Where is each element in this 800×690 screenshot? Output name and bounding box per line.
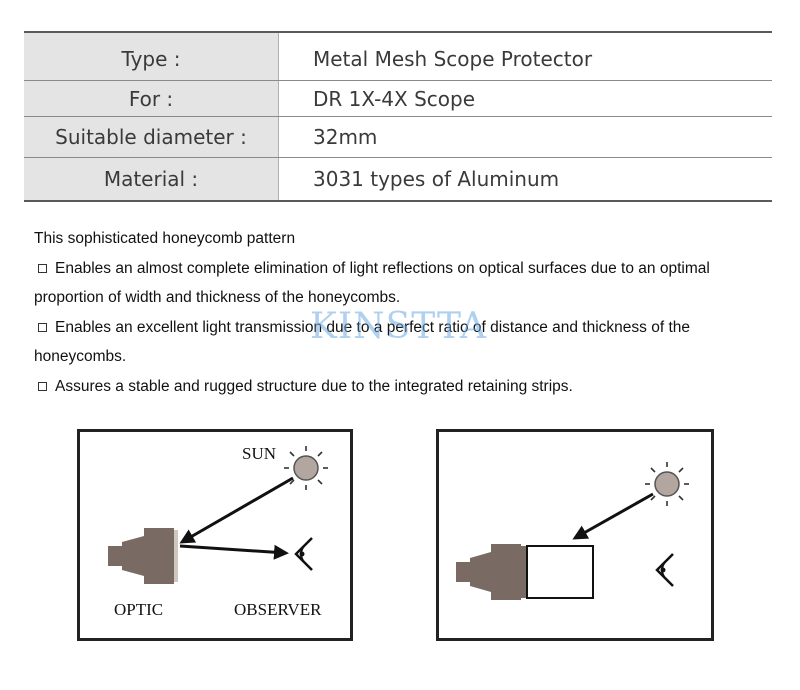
spec-value: 3031 types of Aluminum bbox=[278, 157, 772, 201]
checkbox-square-icon bbox=[38, 381, 47, 391]
description-bullet: Assures a stable and rugged structure du… bbox=[34, 372, 774, 402]
description: This sophisticated honeycomb pattern Ena… bbox=[34, 224, 774, 402]
description-bullet: Enables an excellent light transmission … bbox=[34, 313, 774, 372]
spec-row-type: Type : Metal Mesh Scope Protector bbox=[24, 32, 772, 81]
spec-label: Type : bbox=[24, 32, 279, 81]
spec-table: Type : Metal Mesh Scope Protector For : … bbox=[24, 31, 772, 202]
checkbox-square-icon bbox=[38, 263, 47, 273]
spec-value: 32mm bbox=[278, 116, 772, 158]
spec-label: Material : bbox=[24, 157, 279, 201]
spec-row-material: Material : 3031 types of Aluminum bbox=[24, 157, 772, 201]
spec-value: DR 1X-4X Scope bbox=[278, 80, 772, 117]
spec-row-diameter: Suitable diameter : 32mm bbox=[24, 116, 772, 158]
bullet-text: Enables an almost complete elimination o… bbox=[34, 259, 710, 307]
diagram-protected bbox=[436, 429, 714, 641]
optic-label: OPTIC bbox=[114, 600, 164, 619]
spec-label: For : bbox=[24, 80, 279, 117]
arrow-icon bbox=[572, 492, 654, 540]
observer-label: OBSERVER bbox=[234, 600, 322, 619]
bullet-text: Assures a stable and rugged structure du… bbox=[55, 377, 573, 395]
sun-icon bbox=[284, 446, 328, 490]
spec-label: Suitable diameter : bbox=[24, 116, 279, 158]
spec-value: Metal Mesh Scope Protector bbox=[278, 32, 772, 81]
sun-icon bbox=[645, 462, 689, 506]
optic-icon bbox=[108, 528, 178, 584]
arrow-icon bbox=[179, 476, 294, 544]
bullet-text: Enables an excellent light transmission … bbox=[34, 318, 691, 366]
spec-row-for: For : DR 1X-4X Scope bbox=[24, 80, 772, 117]
description-bullet: Enables an almost complete elimination o… bbox=[34, 254, 774, 313]
reflection-illustration bbox=[108, 446, 328, 584]
protected-illustration bbox=[456, 462, 689, 600]
sun-label: SUN bbox=[242, 444, 277, 463]
arrow-icon bbox=[179, 544, 289, 560]
mesh-protector bbox=[526, 545, 594, 599]
eye-icon bbox=[294, 537, 313, 571]
checkbox-square-icon bbox=[38, 322, 47, 332]
diagram-reflection: SUN OPTIC OBSERVER bbox=[77, 429, 353, 641]
optic-icon bbox=[456, 544, 528, 600]
description-intro: This sophisticated honeycomb pattern bbox=[34, 230, 296, 247]
eye-icon bbox=[655, 553, 674, 587]
